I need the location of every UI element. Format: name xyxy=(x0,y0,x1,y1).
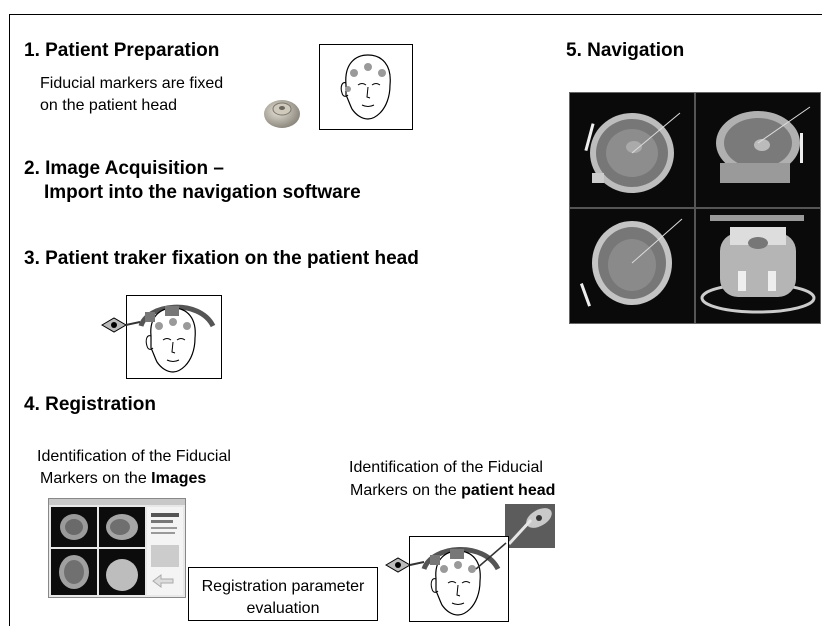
registration-software-thumbnail xyxy=(48,498,186,598)
patient-caption-line2: Markers on the patient head xyxy=(350,480,555,501)
images-caption-line1: Identification of the Fiducial xyxy=(37,448,231,465)
tracker-arrow-icon xyxy=(100,314,140,336)
head-image-box-step1 xyxy=(319,44,413,130)
registration-parameter-box: Registration parameter evaluation xyxy=(188,567,378,621)
fiducial-marker-icon xyxy=(262,94,302,130)
step1-text-line1: Fiducial markers are fixed xyxy=(40,75,224,92)
tracked-pointer-icon xyxy=(505,504,555,548)
step5-title: 5. Navigation xyxy=(566,40,685,61)
frame-top-line xyxy=(9,14,822,15)
head-image-box-step3 xyxy=(126,295,222,379)
images-caption-line2: Markers on the Images xyxy=(40,468,206,489)
step1-text-line2: on the patient head xyxy=(40,97,178,114)
patient-caption-prefix: Markers on the xyxy=(350,482,462,499)
step1-title: 1. Patient Preparation xyxy=(24,40,220,61)
head-with-markers-icon xyxy=(340,54,391,120)
head-with-tracker-icon xyxy=(421,542,507,616)
images-caption-prefix: Markers on the xyxy=(40,470,152,487)
step4-title: 4. Registration xyxy=(24,394,156,415)
head-image-box-step4 xyxy=(409,536,509,622)
step3-title: 3. Patient traker fixation on the patien… xyxy=(24,248,419,269)
param-text-line1: Registration parameter xyxy=(201,578,365,595)
head-with-tracker-icon xyxy=(138,304,216,373)
step2-title-line1: 2. Image Acquisition – xyxy=(24,158,224,179)
navigation-screen-thumbnail xyxy=(569,92,821,324)
param-text-line2: evaluation xyxy=(246,600,320,617)
patient-caption-bold: patient head xyxy=(461,482,556,499)
images-caption-bold: Images xyxy=(151,470,207,487)
patient-caption-line1: Identification of the Fiducial xyxy=(349,459,543,476)
frame-left-line xyxy=(9,14,10,626)
tracker-arrow-icon xyxy=(384,554,424,576)
step2-title-line2: Import into the navigation software xyxy=(44,182,361,203)
